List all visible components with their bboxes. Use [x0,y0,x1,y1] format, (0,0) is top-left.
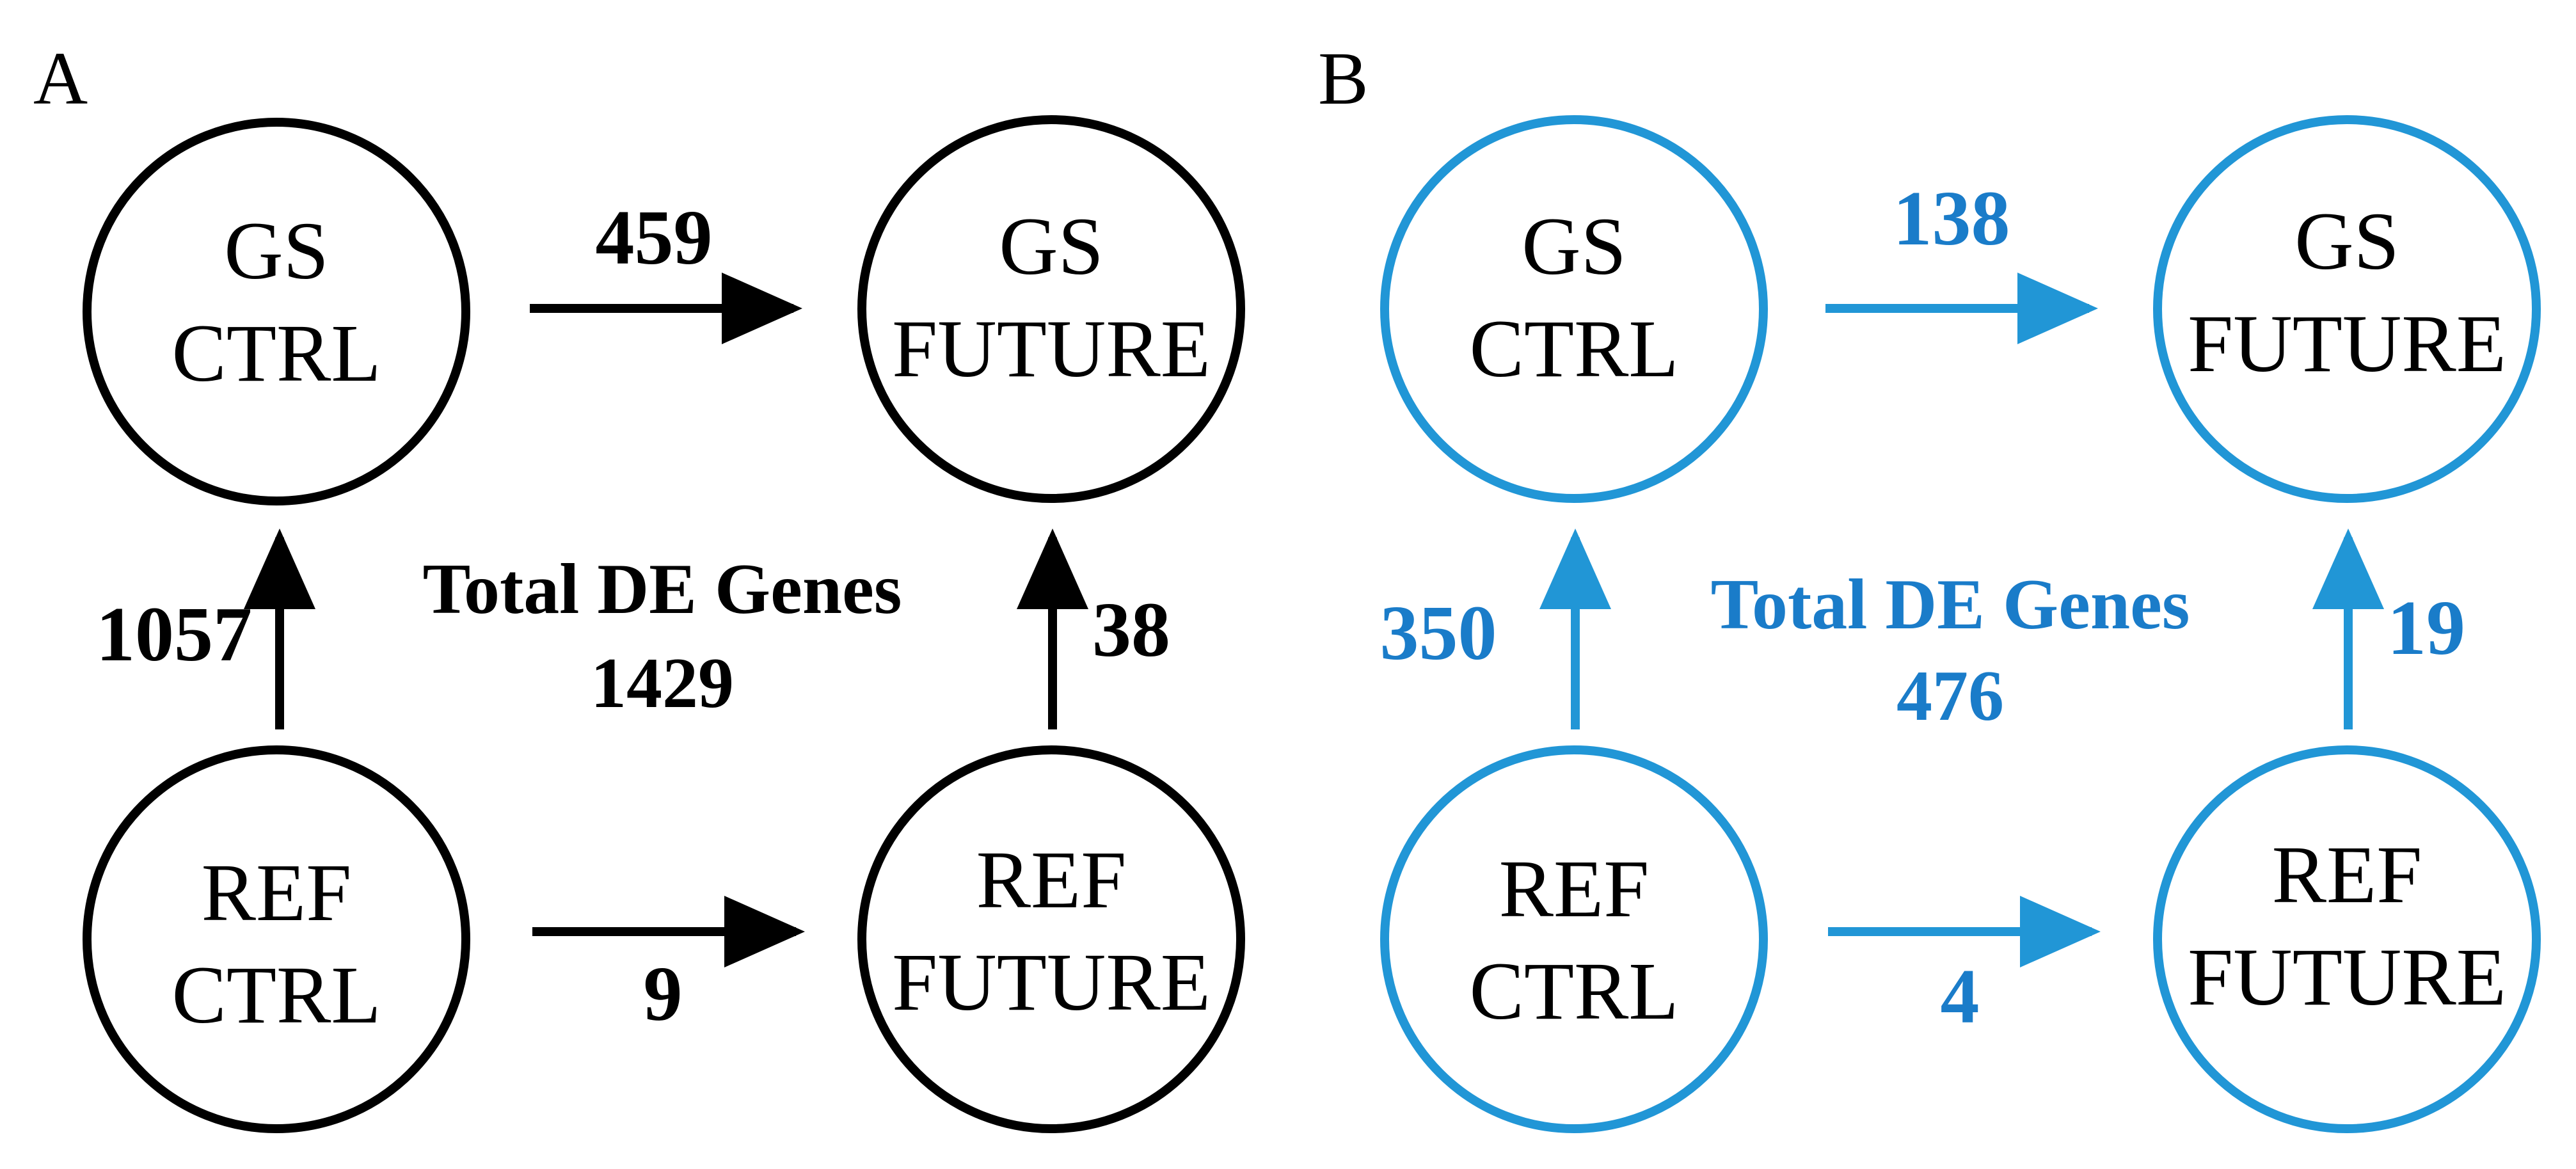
node-gs-future: GS FUTURE [2153,115,2541,503]
node-ref-ctrl-circle [83,745,470,1133]
node-ref-future-line2: FUTURE [892,937,1211,1028]
node-gs-ctrl: GS CTRL [83,118,470,505]
panel-a-letter: A [33,36,88,120]
count-ref-future-to-gs-future: 19 [2387,585,2465,671]
node-ref-future-line2: FUTURE [2188,932,2506,1022]
node-gs-future-line1: GS [2294,196,2399,287]
node-ref-ctrl: REF CTRL [83,745,470,1133]
count-ref-ctrl-to-gs-ctrl: 350 [1380,590,1497,676]
count-ref-ctrl-to-gs-ctrl: 1057 [96,591,252,678]
count-gs-ctrl-to-gs-future: 138 [1893,175,2010,262]
node-ref-future-line1: REF [976,834,1127,925]
node-ref-future-circle [2153,745,2541,1133]
total-de-genes-label: Total DE Genes [423,550,902,629]
total-de-genes-value: 476 [1896,656,2004,736]
total-de-genes-label: Total DE Genes [1711,565,2190,644]
node-ref-ctrl: REF CTRL [1380,745,1768,1133]
panel-a: A GS CTRL GS FUTURE REF CTRL REF FUTURE … [33,36,1245,1133]
node-gs-ctrl-line1: GS [1522,201,1626,292]
node-ref-future: REF FUTURE [857,745,1245,1133]
count-ref-future-to-gs-future: 38 [1092,587,1170,673]
node-gs-ctrl: GS CTRL [1380,115,1768,503]
node-ref-future: REF FUTURE [2153,745,2541,1133]
node-ref-ctrl-line1: REF [1499,843,1650,934]
node-gs-future-line2: FUTURE [892,303,1211,394]
panel-b: B GS CTRL GS FUTURE REF CTRL REF FUTURE … [1318,36,2541,1133]
count-ref-ctrl-to-ref-future: 9 [644,951,683,1037]
panel-b-letter: B [1318,36,1369,120]
total-de-genes-value: 1429 [591,644,734,723]
node-ref-ctrl-line2: CTRL [1469,946,1678,1037]
node-gs-future-line1: GS [999,201,1104,292]
node-gs-future-circle [857,115,1245,503]
node-gs-ctrl-circle [1380,115,1768,503]
node-ref-ctrl-circle [1380,745,1768,1133]
node-gs-ctrl-circle [83,118,470,505]
node-gs-future: GS FUTURE [857,115,1245,503]
node-ref-ctrl-line1: REF [202,847,352,938]
node-ref-future-line1: REF [2272,829,2422,920]
node-ref-future-circle [857,745,1245,1133]
node-gs-ctrl-line1: GS [224,205,329,296]
node-gs-ctrl-line2: CTRL [1469,303,1678,394]
count-ref-ctrl-to-ref-future: 4 [1941,953,1980,1040]
node-gs-future-circle [2153,115,2541,503]
node-ref-ctrl-line2: CTRL [171,950,381,1040]
count-gs-ctrl-to-gs-future: 459 [596,195,713,281]
node-gs-future-line2: FUTURE [2188,298,2506,389]
node-gs-ctrl-line2: CTRL [171,308,381,399]
